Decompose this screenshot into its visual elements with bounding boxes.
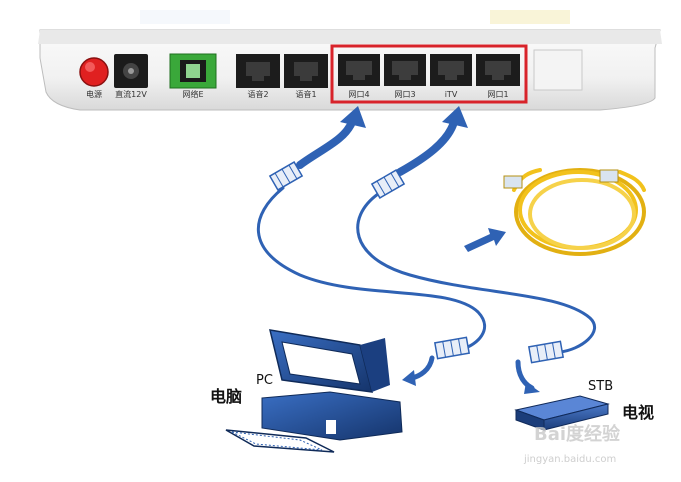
arrow-to-stb (515, 359, 540, 394)
pc-name: 电脑 (210, 387, 242, 406)
spare-cable-plug-2 (599, 169, 619, 183)
lan1-label: 网口1 (487, 90, 508, 99)
cable-lan-pc (257, 186, 487, 350)
rj45-plug-3 (433, 336, 471, 360)
fiber-port (169, 53, 217, 89)
router: 电源 直流12V 网络E 语音2 语音1 (38, 10, 662, 111)
rj45-plug-2 (370, 169, 406, 199)
dc-jack (114, 54, 148, 88)
phone-port-1 (284, 54, 328, 88)
watermark-url: jingyan.baidu.com (523, 454, 616, 465)
arrow-to-pc (402, 355, 435, 386)
lan-port-frame (330, 44, 528, 104)
watermark-brand: Bai度经验 (534, 423, 621, 445)
tv-name: 电视 (622, 403, 654, 422)
cable-itv-stb (356, 192, 597, 354)
lan-port-1 (476, 54, 520, 86)
lan3-label: 网口3 (394, 90, 415, 99)
arrow-to-itv (396, 106, 468, 176)
spare-ethernet-cable (512, 168, 646, 256)
lan-port-3 (384, 54, 426, 86)
stb-label: STB (588, 379, 613, 394)
itv-port (430, 54, 472, 86)
power-label: 电源 (86, 89, 102, 99)
pc-illustration (225, 329, 403, 453)
phone2-label: 语音2 (247, 89, 268, 99)
itv-label: iTV (445, 90, 458, 99)
arrow-to-spare-cable (464, 228, 506, 252)
rj45-plug-1 (268, 161, 304, 191)
rj45-plug-4 (527, 340, 565, 364)
lan4-label: 网口4 (348, 90, 369, 99)
usb-port-cover (533, 49, 583, 91)
power-button (79, 57, 109, 87)
phone-port-2 (236, 54, 280, 88)
lan-port-4 (338, 54, 380, 86)
dc-label: 直流12V (115, 89, 147, 99)
arrow-to-lan4 (296, 106, 366, 169)
pc-label: PC (256, 373, 273, 388)
spare-cable-plug-1 (503, 175, 523, 189)
cables (257, 186, 597, 354)
phone1-label: 语音1 (295, 89, 316, 99)
stb-illustration (514, 395, 610, 431)
fiber-label: 网络E (182, 89, 203, 99)
